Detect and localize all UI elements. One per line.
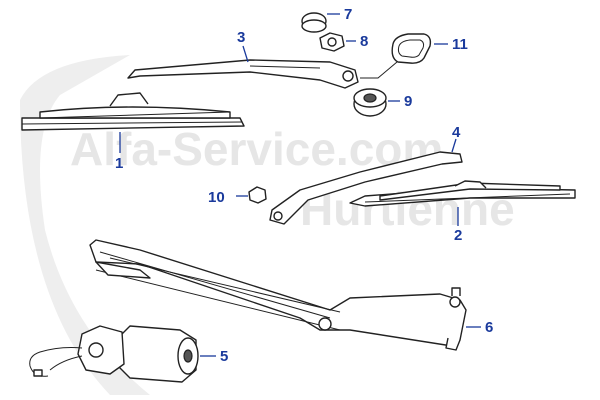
callout-6: 6 bbox=[485, 319, 493, 336]
part-11-gasket bbox=[391, 33, 432, 64]
part-1-wiper-blade bbox=[21, 92, 245, 131]
part-8-nut bbox=[319, 32, 345, 52]
callout-4: 4 bbox=[452, 124, 461, 141]
leader-arm-to-gasket bbox=[360, 61, 398, 79]
watermark-logo-icon bbox=[20, 55, 150, 395]
part-4-wiper-arm bbox=[269, 151, 463, 225]
part-9-grommet bbox=[353, 88, 387, 117]
part-10-nut bbox=[248, 186, 267, 204]
part-6-wiper-linkage bbox=[89, 239, 467, 351]
callout-7: 7 bbox=[344, 6, 352, 23]
callout-11: 11 bbox=[452, 36, 468, 53]
callout-1: 1 bbox=[115, 155, 123, 172]
part-2-wiper-blade bbox=[349, 180, 576, 207]
callout-8: 8 bbox=[360, 33, 368, 50]
leader-4 bbox=[451, 138, 457, 153]
callout-9: 9 bbox=[404, 93, 412, 110]
callout-10: 10 bbox=[208, 189, 225, 206]
part-3-wiper-arm bbox=[127, 59, 359, 89]
callout-3: 3 bbox=[237, 29, 245, 46]
part-7-cap bbox=[301, 12, 327, 33]
callout-5: 5 bbox=[220, 348, 228, 365]
callout-2: 2 bbox=[454, 227, 462, 244]
part-5-wiper-motor bbox=[29, 325, 199, 383]
leader-3 bbox=[242, 45, 249, 63]
